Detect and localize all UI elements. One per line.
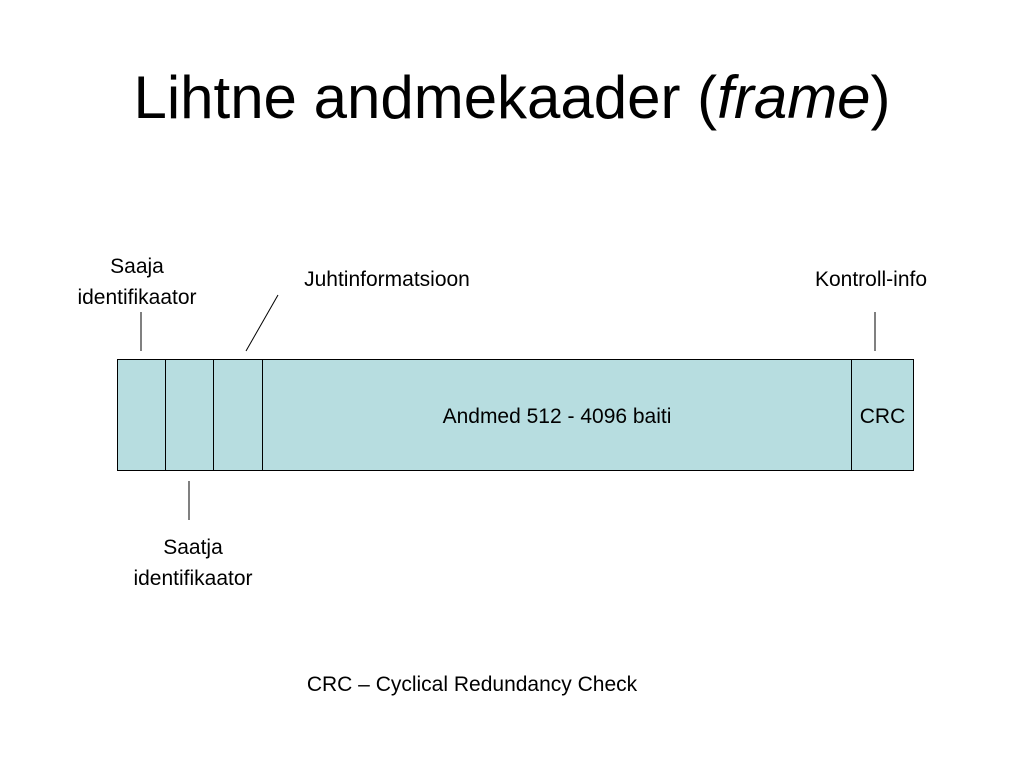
title-close: ) [870, 64, 891, 131]
sender-id-label-line1: Saatja [163, 536, 223, 559]
data-field-label: Andmed 512 - 4096 baiti [442, 405, 672, 428]
receiver-id-label-line2: identifikaator [77, 286, 197, 309]
crc-field: CRC [852, 360, 913, 470]
crc-footnote: CRC – Cyclical Redundancy Check [306, 673, 638, 696]
control-info-label: Juhtinformatsioon [304, 268, 470, 291]
receiver-id-label: Saaja identifikaator [57, 251, 217, 313]
sender-id-field [166, 360, 214, 470]
frame-diagram: Andmed 512 - 4096 baiti CRC [117, 359, 914, 471]
check-info-label: Kontroll-info [814, 268, 928, 291]
title-emphasis: frame [717, 64, 871, 131]
receiver-id-field [118, 360, 166, 470]
slide-title: Lihtne andmekaader (frame) [0, 58, 1024, 138]
title-text: Lihtne andmekaader ( [133, 64, 718, 131]
sender-id-label: Saatja identifikaator [113, 532, 273, 594]
data-field: Andmed 512 - 4096 baiti [263, 360, 852, 470]
control-info-field [214, 360, 263, 470]
crc-field-label: CRC [859, 405, 906, 428]
receiver-id-label-line1: Saaja [110, 255, 164, 278]
control-info-connector [245, 294, 279, 352]
sender-id-label-line2: identifikaator [133, 567, 253, 590]
